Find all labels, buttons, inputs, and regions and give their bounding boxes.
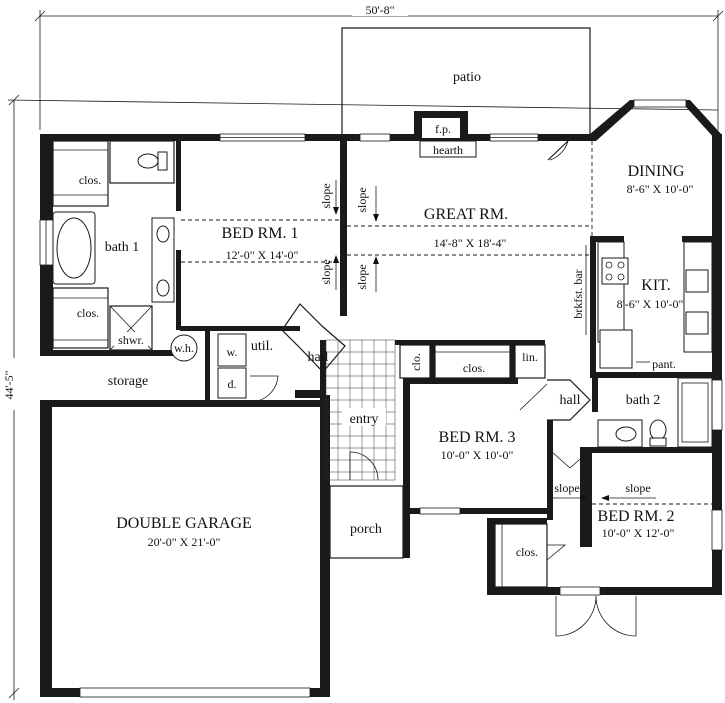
hall-left: hall — [281, 303, 346, 373]
bedroom-2-closet: clos. — [494, 523, 567, 588]
bed1-size: 12'-0" X 14'-0" — [226, 248, 299, 262]
dining-size: 8'-6" X 10'-0" — [627, 182, 694, 196]
porch: porch — [329, 485, 404, 559]
patio: patio — [341, 27, 591, 140]
dryer-label: d. — [228, 377, 237, 391]
garage-name: DOUBLE GARAGE — [116, 515, 252, 532]
closet-hall-label: clos. — [463, 361, 485, 375]
great-room-slope-upper: slope — [355, 187, 369, 212]
storage-label: storage — [108, 374, 148, 389]
master-closet-lower: clos. — [52, 287, 109, 349]
shower: shwr. — [109, 305, 153, 351]
hall-right: hall — [547, 379, 591, 469]
fireplace-label: f.p. — [435, 122, 451, 136]
depth-dimension-label: 44'-5" — [2, 370, 16, 399]
master-closet-upper: clos. — [52, 140, 109, 207]
bed3-size: 10'-0" X 10'-0" — [441, 448, 514, 462]
water-heater: w.h. — [170, 334, 198, 362]
bathtub — [52, 211, 96, 285]
hall-left-label: hall — [308, 350, 329, 365]
breakfast-bar-label: brkfst. bar — [571, 269, 585, 318]
shower-label: shwr. — [118, 333, 144, 347]
bed1-name: BED RM. 1 — [222, 225, 299, 242]
linen-label: lin. — [522, 350, 538, 364]
hearth-label: hearth — [433, 143, 463, 157]
bedroom-2: BED RM. 2 10'-0" X 12'-0" slope slope — [550, 481, 712, 637]
bath1-label: bath 1 — [105, 240, 140, 255]
bed2-name: BED RM. 2 — [598, 508, 675, 525]
garage-size: 20'-0" X 21'-0" — [148, 535, 221, 549]
bed2-slope-left: slope — [554, 481, 579, 495]
bath2-label: bath 2 — [626, 393, 661, 408]
utility-label: util. — [251, 339, 273, 354]
closet-tiny-label: clo. — [409, 353, 423, 371]
garage: DOUBLE GARAGE 20'-0" X 21'-0" — [116, 515, 252, 549]
dining-name: DINING — [628, 163, 685, 180]
closet-upper-label: clos. — [79, 173, 101, 187]
patio-label: patio — [453, 70, 481, 85]
entry-label: entry — [350, 412, 379, 427]
bedroom-3: BED RM. 3 10'-0" X 10'-0" — [439, 383, 548, 462]
kitchen-size: 8'-6" X 10'-0" — [617, 297, 684, 311]
great-room-slope-lower: slope — [355, 264, 369, 289]
bedroom-1: BED RM. 1 12'-0" X 14'-0" slope slope — [181, 180, 340, 290]
width-dimension-label: 50'-8" — [365, 3, 394, 17]
windows — [39, 99, 723, 698]
interior-walls — [40, 138, 720, 547]
porch-label: porch — [350, 522, 382, 537]
exterior-walls — [40, 100, 722, 697]
toilet-room — [109, 140, 175, 184]
hall-right-label: hall — [560, 393, 581, 408]
great-room-size: 14'-8" X 18'-4" — [434, 236, 507, 250]
vanity — [151, 217, 175, 303]
utility-room: w. d. util. — [217, 333, 279, 403]
bed1-slope-lower: slope — [319, 259, 333, 284]
kitchen: KIT. 8'-6" X 10'-0" brkfst. bar pant. — [571, 241, 713, 371]
bath-2: bath 2 — [597, 377, 713, 448]
pantry-label: pant. — [652, 357, 676, 371]
bed3-name: BED RM. 3 — [439, 429, 516, 446]
width-dimension: 50'-8" — [34, 2, 724, 130]
entry: entry — [325, 339, 396, 481]
washer-label: w. — [227, 345, 238, 359]
kitchen-name: KIT. — [641, 277, 670, 294]
closet-lower-label: clos. — [77, 306, 99, 320]
hall-closets: clo. clos. lin. — [399, 344, 546, 379]
closet-bed2-label: clos. — [516, 545, 538, 559]
great-room: GREAT RM. 14'-8" X 18'-4" slope slope — [347, 140, 590, 292]
dining: DINING 8'-6" X 10'-0" — [591, 141, 694, 236]
fireplace: f.p. hearth — [414, 111, 477, 158]
bed2-slope-right: slope — [625, 481, 650, 495]
bed1-slope-upper: slope — [319, 183, 333, 208]
great-room-name: GREAT RM. — [424, 206, 508, 223]
depth-dimension: 44'-5" — [2, 94, 719, 700]
water-heater-label: w.h. — [174, 341, 194, 355]
bed2-size: 10'-0" X 12'-0" — [602, 526, 675, 540]
